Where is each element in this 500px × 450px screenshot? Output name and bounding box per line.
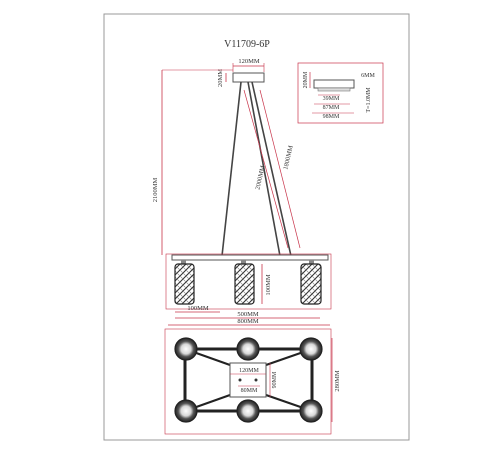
plan-dim-canopy: 120MM xyxy=(239,368,259,374)
plan-lamp-1 xyxy=(174,337,198,361)
shade-center xyxy=(234,260,255,305)
detail-height: 20MM xyxy=(303,71,309,88)
plan-dim-depth: 280MM xyxy=(334,370,341,392)
dim-cable-length-2: 1800MM xyxy=(282,145,294,171)
light-bar xyxy=(171,254,329,261)
cable-left xyxy=(221,81,242,257)
plan-canopy xyxy=(229,362,267,398)
detail-w2: 87MM xyxy=(323,105,340,111)
dim-total-height: 2100MM xyxy=(152,178,159,203)
dim-bar-width: 500MM xyxy=(237,311,259,318)
shade-right xyxy=(300,260,322,305)
cable-right-inner xyxy=(247,81,281,257)
dim-overall-width: 800MM xyxy=(237,318,259,325)
cable-right xyxy=(251,81,292,257)
detail-w1: 39MM xyxy=(323,96,340,102)
plan-lamp-3 xyxy=(299,337,323,361)
plan-lamp-6 xyxy=(299,399,323,423)
elevation-view: 120MM 20MM 2100MM 2000MM 1800MM xyxy=(152,58,332,326)
canopy-detail: 20MM 6MM 39MM 87MM 98MM T=1.0MM xyxy=(297,62,384,124)
dim-shade-width: 100MM xyxy=(187,305,209,312)
plan-lamp-4 xyxy=(174,399,198,423)
canopy xyxy=(232,72,265,83)
plan-lamp-2 xyxy=(236,337,260,361)
plan-dim-depth-small: 90MM xyxy=(272,371,278,388)
detail-w3: 98MM xyxy=(323,114,340,120)
dim-canopy-width: 120MM xyxy=(238,58,260,65)
plan-view: 120MM 80MM 90MM 280MM xyxy=(164,328,341,435)
model-title: V11709-6P xyxy=(224,39,270,50)
shade-left xyxy=(174,260,195,305)
dim-shade-height: 100MM xyxy=(265,274,272,296)
plan-lamp-5 xyxy=(236,399,260,423)
plan-dim-inner: 80MM xyxy=(241,388,258,394)
page-border xyxy=(103,13,410,441)
detail-thickness-t: T=1.0MM xyxy=(366,87,372,113)
detail-thickness: 6MM xyxy=(361,73,375,79)
dim-canopy-height: 20MM xyxy=(217,69,224,87)
